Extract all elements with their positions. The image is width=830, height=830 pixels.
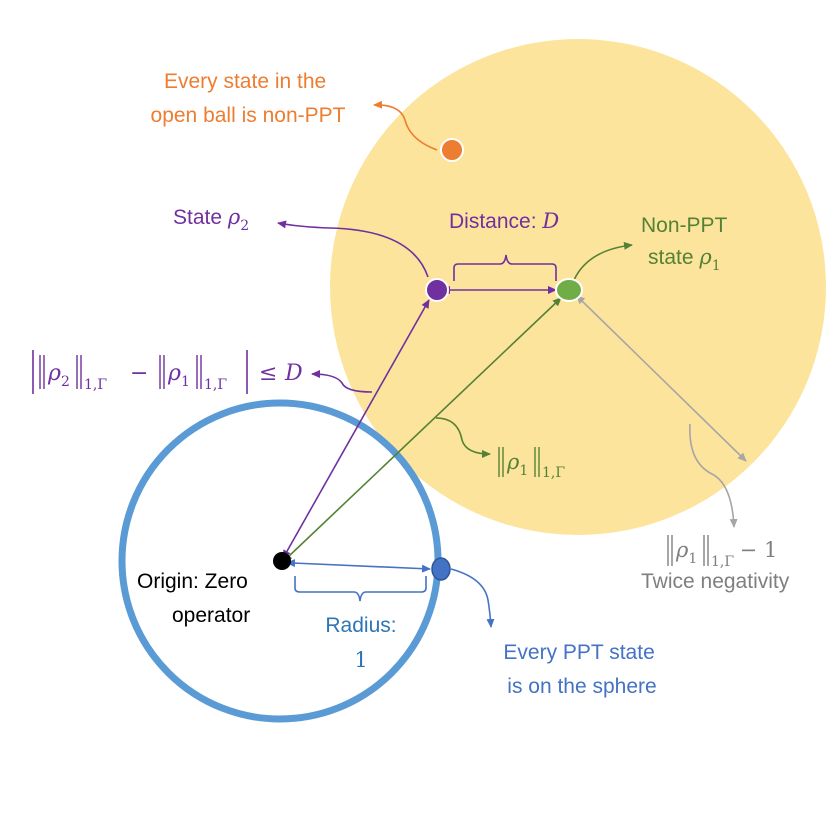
arrow-origin-rho1 [282, 297, 562, 562]
label-origin-line2: operator [172, 604, 250, 627]
label-open-ball-line1: Every state in the [164, 70, 326, 93]
point-ppt [431, 557, 451, 581]
callout-rho1 [573, 241, 633, 281]
ineq-rho1-subscript: 1 [181, 374, 190, 390]
neg-norm-sub: 1,Γ [711, 554, 734, 570]
point-orange [440, 138, 464, 162]
ineq-norm-sub-a: 1,Γ [84, 377, 107, 393]
norm-rho1-symbol: ρ [506, 450, 520, 474]
label-nonppt-line1: Non-PPT [641, 214, 728, 237]
label-ppt-line1: Every PPT state [503, 641, 654, 664]
label-ppt: Every PPT state is on the sphere [503, 641, 660, 698]
ineq-rho2-subscript: 2 [61, 374, 70, 390]
brace-distance [453, 254, 557, 281]
label-nonppt-state-text: state [648, 246, 699, 269]
label-state-rho2-text: State [173, 206, 228, 229]
callout-norm-rho1 [435, 417, 491, 458]
point-origin [273, 552, 291, 570]
callout-orange [373, 100, 438, 151]
distance-symbol: D [541, 209, 559, 233]
ineq-rho2: ρ2 [47, 361, 70, 390]
callout-rho2 [277, 220, 429, 278]
rho1-subscript: 1 [712, 258, 721, 274]
arrow-radius [286, 559, 431, 573]
label-radius-line1: Radius: [325, 614, 396, 637]
norm-rho1-norm-sub: 1,Γ [542, 465, 565, 481]
inequality-formula: ρ2 1,Γ − ρ1 1,Γ ≤ D [32, 350, 303, 394]
label-ppt-line2: is on the sphere [507, 675, 656, 698]
negativity-formula: ρ1 1,Γ − 1 [667, 535, 777, 570]
neg-rho1-subscript: 1 [688, 551, 697, 567]
label-origin: Origin: Zero operator [137, 570, 254, 627]
label-state-rho2: State ρ2 [173, 205, 249, 234]
label-radius-line2: 1 [354, 648, 367, 672]
label-open-ball-line2: open ball is non-PPT [151, 104, 346, 127]
ineq-D: D [284, 361, 303, 386]
ineq-norm-sub-b: 1,Γ [204, 377, 227, 393]
label-nonppt-line2: state ρ1 [648, 245, 721, 274]
brace-radius [294, 576, 427, 602]
rho1-symbol: ρ [698, 245, 712, 269]
label-origin-line1: Origin: Zero [137, 570, 248, 593]
point-rho2 [425, 278, 449, 302]
callout-ppt [450, 568, 495, 628]
neg-rho1-symbol: ρ [675, 538, 689, 562]
label-open-ball: Every state in the open ball is non-PPT [151, 70, 346, 127]
arrow-negativity [575, 295, 747, 462]
callout-negativity [689, 423, 738, 528]
label-distance-text: Distance: [449, 210, 542, 233]
point-rho1 [555, 278, 583, 302]
neg-tail: − 1 [733, 538, 777, 562]
norm-rho1-formula: ρ1 1,Γ [498, 447, 565, 481]
rho2-subscript: 2 [240, 218, 249, 234]
label-distance: Distance: D [449, 209, 559, 233]
ineq-rho1-symbol: ρ [167, 361, 181, 386]
callout-inequality [311, 370, 373, 393]
neg-rho1: ρ1 [675, 538, 697, 567]
rho2-symbol: ρ [227, 205, 241, 229]
ineq-leq: ≤ [259, 361, 277, 386]
norm-rho1-subscript: 1 [519, 463, 528, 479]
ineq-rho1: ρ1 [167, 361, 190, 390]
ineq-rho2-symbol: ρ [47, 361, 61, 386]
norm-rho1: ρ1 [506, 450, 528, 479]
ineq-minus: − [130, 361, 148, 386]
label-twice-negativity: Twice negativity [641, 570, 790, 593]
